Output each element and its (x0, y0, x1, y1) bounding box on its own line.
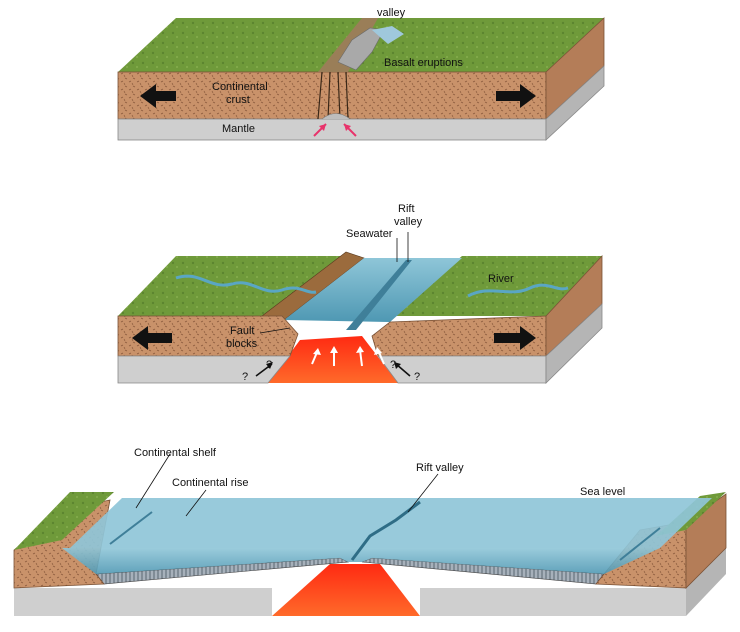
panel1-label-crust-1: Continental (212, 81, 268, 93)
panel1-mantle-front (117, 118, 547, 141)
panel1-rift-crack (318, 18, 378, 72)
panel-2-rift-valley: Rift valley Seawater River Fault blocks … (117, 203, 603, 384)
panel2-label-fault-1: Fault (230, 325, 254, 337)
panel-1-continental-rifting: valley Basalt eruptions Continental crus… (117, 7, 605, 141)
panel1-label-valley: valley (377, 7, 406, 19)
panel2-label-q3: ? (390, 359, 396, 371)
panel1-arrow-right-icon (496, 84, 536, 108)
panel2-white-arrow-3-icon (359, 349, 363, 367)
panel2-river-right (467, 283, 569, 298)
panel2-label-river: River (488, 273, 514, 285)
panel3-mantle (14, 588, 272, 616)
panel1-arrow-left-icon (140, 84, 176, 108)
panel1-crust-front (117, 71, 547, 120)
panel1-mantle-side (545, 65, 605, 141)
panel3-label-sea: Sea level (580, 486, 625, 498)
panel2-arrow-left-icon (132, 326, 172, 350)
panel2-mantle-side (545, 303, 603, 384)
panel1-label-basalt: Basalt eruptions (384, 57, 463, 69)
panel3-rift-line (350, 500, 421, 561)
panel3-ocean-body (62, 548, 660, 574)
panel2-label-seawater: Seawater (346, 228, 393, 240)
panel1-label-crust-2: crust (226, 94, 250, 106)
panel3-magma (272, 564, 420, 616)
panel3-mantle-side (686, 548, 726, 616)
panel2-label-rift-1: Rift (398, 203, 415, 215)
panel2-river-left (175, 274, 317, 294)
panel2-crust-front-left (117, 315, 299, 357)
panel1-label-mantle: Mantle (222, 123, 255, 135)
panel2-label-q4: ? (414, 371, 420, 383)
panel2-grass-right (390, 256, 602, 316)
panel2-label-rift-2: valley (394, 216, 423, 228)
panel3-label-rise: Continental rise (172, 477, 248, 489)
panel2-mantle-front-left (117, 355, 291, 384)
panel2-label-q2: ? (266, 359, 272, 371)
panel3-label-rift: Rift valley (416, 462, 464, 474)
panel2-label-q1: ? (242, 371, 248, 383)
panel-3-ocean-basin: Continental shelf Continental rise Rift … (13, 447, 727, 616)
panel2-seawater (284, 258, 462, 322)
panel2-label-fault-2: blocks (226, 338, 258, 350)
panel3-left-grass (14, 492, 114, 550)
panel2-arrow-right-icon (494, 326, 536, 350)
panel3-label-shelf: Continental shelf (134, 447, 217, 459)
